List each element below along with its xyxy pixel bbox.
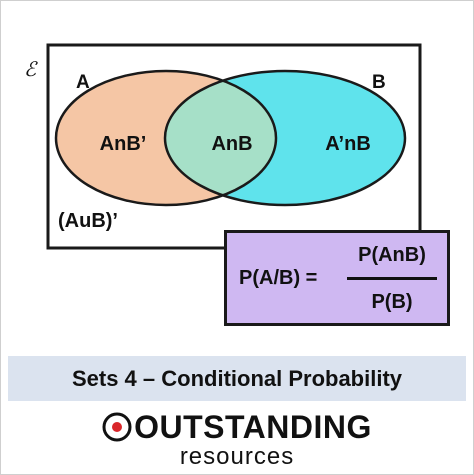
region-outside-label: (AuB)’ (58, 210, 118, 232)
title-band: Sets 4 – Conditional Probability (8, 356, 466, 401)
fraction-bar (347, 277, 437, 280)
conditional-probability-formula: P(A/B) = P(AnB) P(B) (224, 230, 450, 326)
target-logo-icon (102, 412, 132, 442)
brand-name: OUTSTANDING (134, 408, 372, 445)
set-a-label: A (76, 72, 90, 93)
region-b-only-label: A’nB (325, 133, 371, 155)
formula-numerator: P(AnB) (358, 244, 426, 266)
intersection-region (165, 71, 276, 205)
venn-diagram: ℰ A B AnB’ AnB A’nB (AuB)’ (24, 43, 422, 250)
formula-lhs: P(A/B) = (239, 267, 318, 289)
brand-tagline: resources (179, 443, 295, 470)
set-a-outline (54, 69, 278, 207)
page-title: Sets 4 – Conditional Probability (71, 365, 403, 391)
universal-set-symbol: ℰ (24, 57, 38, 81)
formula-denominator: P(B) (371, 291, 413, 313)
region-intersection-label: AnB (211, 133, 252, 155)
region-a-only-label: AnB’ (100, 133, 147, 155)
set-b-label: B (372, 72, 386, 93)
brand-logo-row: OUTSTANDING (0, 408, 474, 446)
set-b-outline (163, 69, 407, 207)
